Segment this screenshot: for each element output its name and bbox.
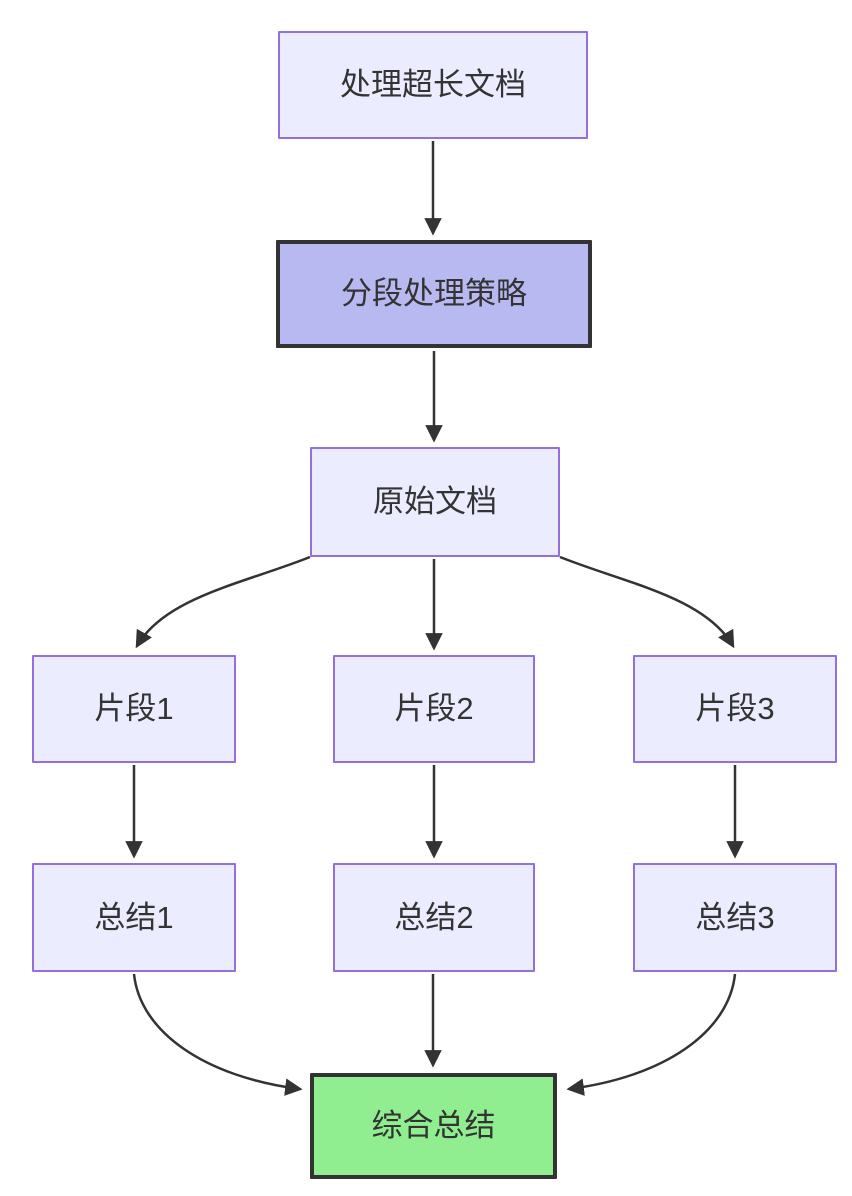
node-label: 分段处理策略 bbox=[341, 276, 527, 312]
edge-summary-3-to-final bbox=[566, 973, 737, 1096]
node-handle-long-document: 处理超长文档 bbox=[278, 31, 588, 139]
node-segmentation-strategy: 分段处理策略 bbox=[276, 240, 592, 348]
node-fragment-2: 片段2 bbox=[333, 655, 535, 763]
node-label: 处理超长文档 bbox=[340, 67, 526, 103]
node-summary-3: 总结3 bbox=[633, 863, 837, 972]
edge-summary-1-to-final bbox=[132, 973, 303, 1096]
node-label: 总结2 bbox=[394, 899, 474, 935]
node-label: 片段2 bbox=[394, 691, 474, 727]
node-original-document: 原始文档 bbox=[310, 447, 560, 557]
node-final-summary: 综合总结 bbox=[310, 1073, 557, 1179]
edge-document-to-fragment-1 bbox=[135, 555, 311, 649]
node-label: 总结1 bbox=[94, 899, 174, 935]
node-fragment-1: 片段1 bbox=[32, 655, 236, 763]
node-label: 原始文档 bbox=[373, 484, 497, 520]
node-label: 综合总结 bbox=[371, 1108, 496, 1144]
edge-document-to-fragment-3 bbox=[559, 555, 735, 649]
node-label: 片段1 bbox=[94, 691, 174, 727]
node-summary-2: 总结2 bbox=[333, 863, 535, 972]
node-label: 片段3 bbox=[695, 691, 775, 727]
node-summary-1: 总结1 bbox=[32, 863, 236, 972]
node-label: 总结3 bbox=[695, 899, 775, 935]
node-fragment-3: 片段3 bbox=[633, 655, 837, 763]
